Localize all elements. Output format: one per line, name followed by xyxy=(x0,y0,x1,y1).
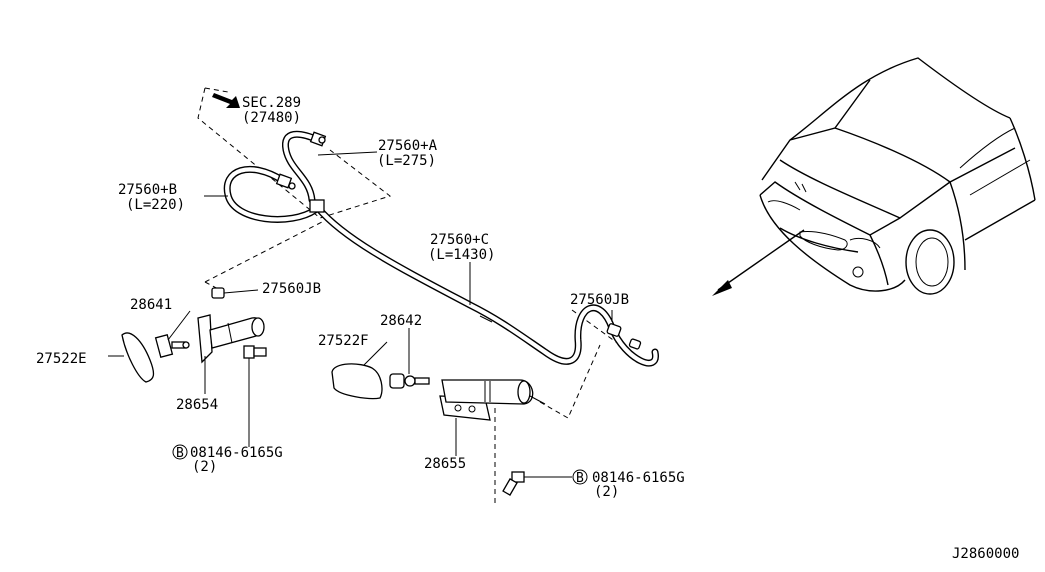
cover-left-label: 27522E xyxy=(36,351,87,367)
hose-a-label: 27560+A xyxy=(378,138,438,154)
part-28642-label: 28642 xyxy=(380,313,422,329)
connector-a xyxy=(309,131,327,147)
hose-c-length: (L=1430) xyxy=(428,247,495,263)
t-joint xyxy=(309,199,325,213)
bracket-right-label: 28655 xyxy=(424,456,466,472)
bolt-right-badge: B xyxy=(576,471,584,486)
car-illustration xyxy=(759,57,1036,295)
nozzle-right xyxy=(441,379,546,405)
bolt-left-badge: B xyxy=(176,446,184,461)
bolt-left-icon xyxy=(243,345,267,359)
cover-27522f xyxy=(331,363,383,400)
bolt-right-qty: (2) xyxy=(594,484,619,500)
part-28641-label: 28641 xyxy=(130,297,172,313)
hose-b-label: 27560+B xyxy=(118,182,177,198)
bracket-left-label: 28654 xyxy=(176,397,218,413)
cover-27522e xyxy=(121,332,155,383)
cover-right-label: 27522F xyxy=(318,333,369,349)
diagram-id: J2860000 xyxy=(952,546,1019,562)
hose-b-length: (L=220) xyxy=(126,197,185,213)
part-28642 xyxy=(389,373,430,389)
bolt-right-badge-icon: B xyxy=(572,469,588,486)
car-pointer-arrow-icon xyxy=(712,229,805,296)
joint-left-icon xyxy=(211,287,259,299)
hose-c-label: 27560+C xyxy=(430,232,489,248)
bolt-left-badge-icon: B xyxy=(172,444,188,461)
sec-ref-label: SEC.289 xyxy=(242,95,301,111)
part-28641 xyxy=(154,333,190,359)
connector-b xyxy=(275,173,296,190)
hose-27560-a xyxy=(281,130,322,204)
sec-ref-sub-label: (27480) xyxy=(242,110,301,126)
joint-right-icon xyxy=(606,310,642,350)
joint-left-label: 27560JB xyxy=(262,281,321,297)
dashed-region-lower xyxy=(204,221,323,291)
dashed-region-upper xyxy=(197,87,392,219)
joint-right-label: 27560JB xyxy=(570,292,629,308)
sec-ref-arrow-icon xyxy=(212,93,240,108)
hose-27560-b xyxy=(223,165,319,223)
bolt-left-qty: (2) xyxy=(192,459,217,475)
bolt-left-code: 08146-6165G xyxy=(190,445,283,461)
hose-a-length: (L=275) xyxy=(377,153,436,169)
bolt-right-icon xyxy=(502,471,525,496)
nozzle-left xyxy=(209,317,265,349)
bolt-right-code: 08146-6165G xyxy=(592,470,685,486)
bracket-28654 xyxy=(197,314,213,364)
leader-lines xyxy=(108,151,572,478)
